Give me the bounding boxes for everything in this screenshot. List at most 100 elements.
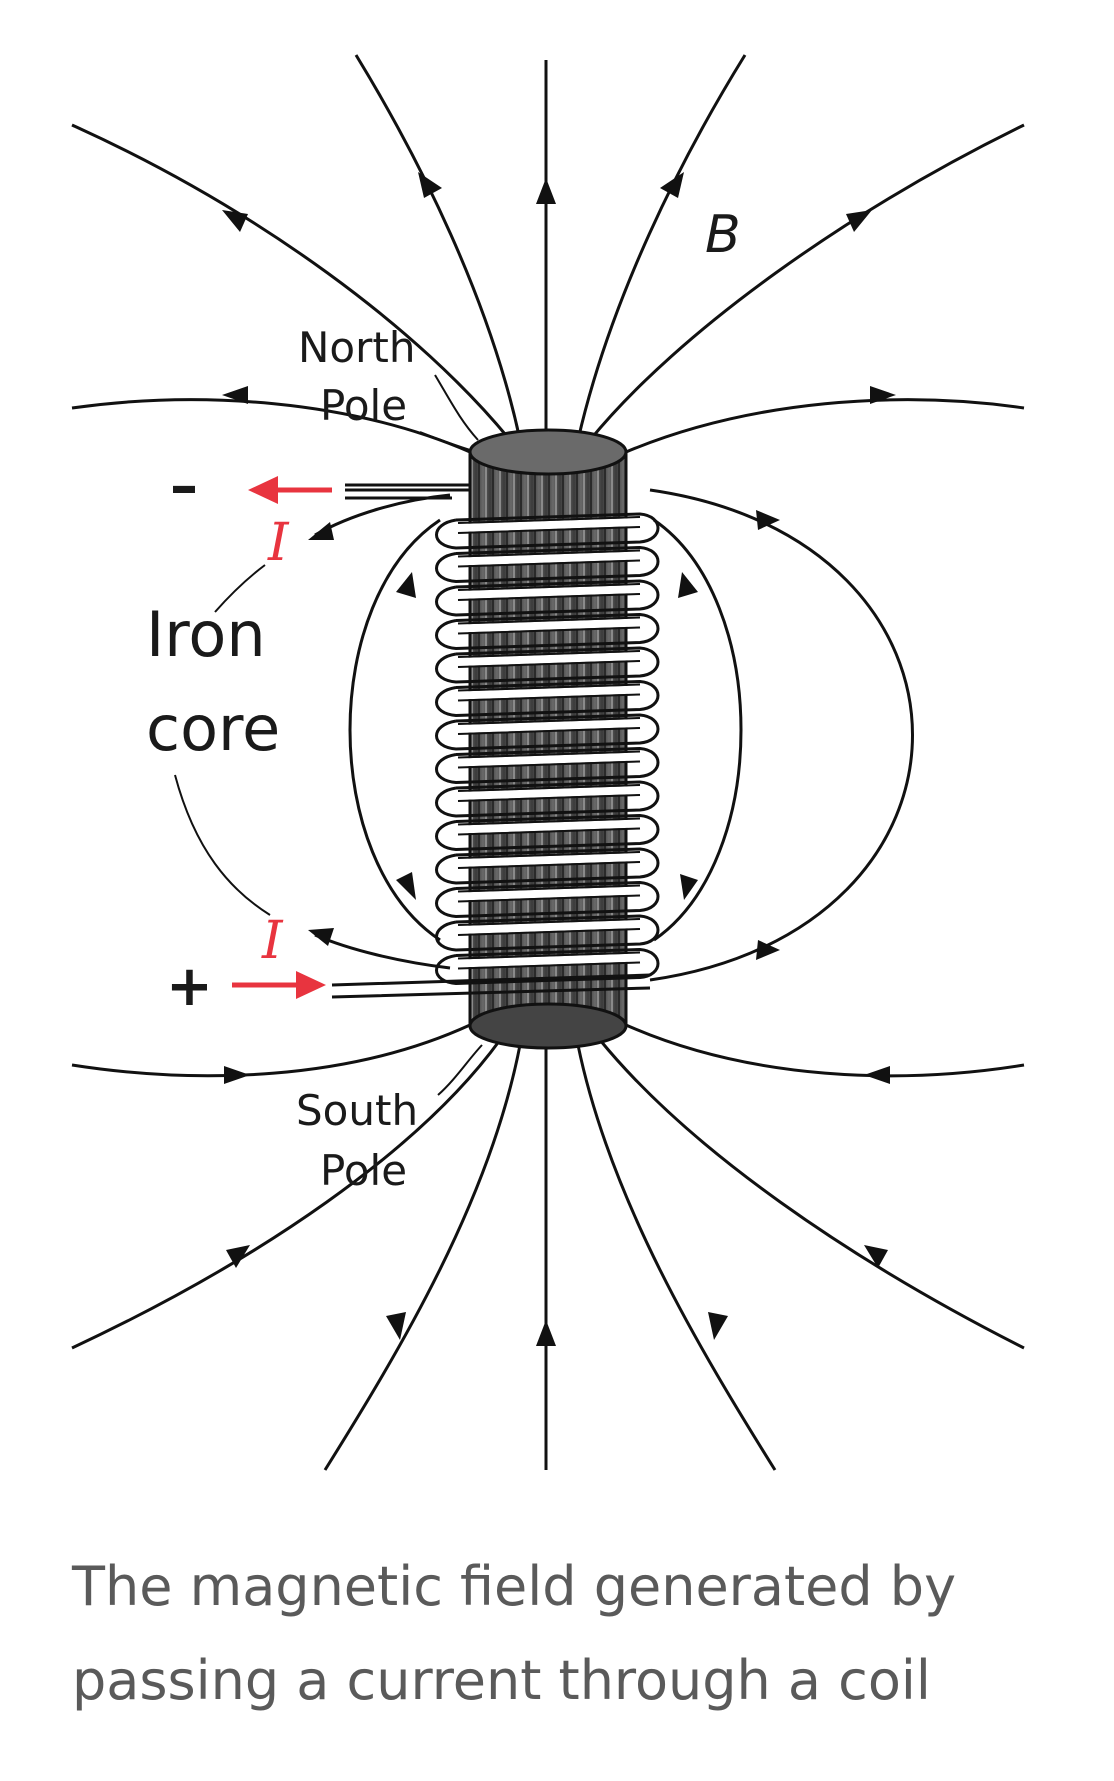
arrowhead-top-right-outer	[846, 210, 872, 232]
coil-turn	[435, 880, 660, 919]
coil-turn	[435, 947, 660, 986]
arrowhead-bottom-right-flat	[864, 1066, 890, 1084]
wire-coil	[435, 512, 660, 986]
field-direction-arrows	[222, 172, 896, 1346]
caption-line-2: passing a current through a coil	[72, 1649, 931, 1712]
coil-turn-highlight	[457, 652, 641, 666]
caption-line-1: The magnetic field generated by	[72, 1555, 957, 1618]
south-pole-label-line1: South	[296, 1086, 418, 1135]
coil-turn-outline	[457, 549, 641, 568]
coil-turn-highlight	[457, 585, 641, 599]
arrowhead-bottom-left-flat	[224, 1066, 250, 1084]
field-line-top-right-outer	[588, 123, 1025, 441]
negative-terminal-label: –	[170, 454, 198, 519]
figure-caption: The magnetic field generated by passing …	[72, 1540, 1072, 1728]
coil-turn-outline	[457, 683, 641, 702]
coil-turn	[435, 545, 660, 584]
coil-turn-outline	[457, 516, 641, 534]
coil-turn-highlight	[457, 685, 641, 700]
south-pole-label-line2: Pole	[320, 1146, 407, 1195]
field-loop-right-inner	[653, 518, 743, 942]
coil-turn-highlight	[457, 819, 641, 834]
arrowhead-bottom-right-inner	[708, 1312, 728, 1340]
current-arrow-bottom-head	[296, 971, 326, 999]
coil-turn-outline	[457, 817, 641, 836]
coil-turn	[435, 813, 660, 852]
current-arrows	[232, 476, 332, 999]
arrowhead-bottom-left-inner	[386, 1312, 406, 1340]
lead-wire-top	[345, 488, 472, 500]
coil-turn-highlight	[457, 752, 641, 767]
coil-turn-highlight	[457, 518, 641, 532]
coil-turn-highlight	[457, 953, 641, 968]
coil-turn	[435, 679, 660, 718]
positive-terminal-label: +	[166, 954, 213, 1019]
arrowhead-top-left-outer	[222, 210, 248, 232]
iron-core-leader-top	[214, 564, 266, 613]
arrowhead-right-inner-top	[678, 572, 698, 598]
field-line-top-right-flat	[625, 398, 1025, 454]
arrowhead-top-left-flat	[222, 386, 248, 404]
solenoid-diagram: B North Pole South Pole Iron core I I – …	[71, 54, 1025, 1471]
iron-core-label-line2: core	[146, 692, 280, 765]
arrowhead-right-outer-bottom	[756, 940, 780, 960]
arrowhead-left-inner-top	[396, 572, 416, 598]
diagram-labels: B North Pole South Pole Iron core I I – …	[146, 205, 741, 1195]
arrowhead-right-outer-top	[756, 510, 780, 530]
arrowhead-bottom-right-outer	[864, 1245, 888, 1268]
north-pole-leader-2	[419, 431, 471, 451]
coil-turn-outline	[457, 583, 641, 601]
coil-turn-highlight	[457, 853, 641, 867]
coil-turn	[435, 646, 660, 684]
field-line-bottom-right-outer	[598, 1039, 1025, 1350]
coil-turn	[435, 847, 660, 885]
field-loop-left-bottom	[314, 933, 451, 970]
arrowhead-left-loop-top	[308, 522, 334, 540]
north-pole-label-line1: North	[298, 323, 415, 372]
arrowhead-left-loop-bottom	[308, 928, 334, 946]
lead-wires	[331, 483, 651, 999]
coil-turn-outline	[457, 784, 641, 802]
north-pole-label-line2: Pole	[320, 381, 407, 430]
magnetic-field-lines	[71, 54, 1025, 1471]
coil-turn-highlight	[457, 920, 641, 934]
b-field-label: B	[705, 205, 741, 265]
field-loop-left-inner	[348, 518, 441, 942]
coil-turn-highlight	[457, 719, 641, 733]
coil-turn-highlight	[457, 786, 641, 800]
field-line-top-left-flat	[71, 398, 471, 454]
coil-turn	[435, 612, 660, 651]
field-line-bottom-left-flat	[71, 1023, 471, 1078]
coil-turn-outline	[457, 616, 641, 635]
arrowhead-top-left-inner	[418, 172, 442, 198]
north-pole-leader	[434, 374, 479, 441]
south-pole-leader	[437, 1044, 483, 1096]
field-line-bottom-left-outer	[71, 1039, 502, 1350]
field-line-bottom-left-inner	[323, 1044, 522, 1471]
field-line-bottom-right-flat	[625, 1023, 1025, 1078]
coil-turn-outline	[457, 650, 641, 668]
iron-core-leader-bottom	[174, 774, 271, 916]
arrowhead-right-inner-bottom	[680, 874, 698, 900]
coil-turn	[435, 914, 660, 952]
coil-turn-outline	[457, 717, 641, 735]
field-line-top-left-inner	[354, 54, 522, 441]
field-line-bottom-right-inner	[576, 1044, 777, 1471]
coil-turn-outline	[457, 750, 641, 769]
coil-turn	[435, 713, 660, 751]
coil-turn	[435, 579, 660, 617]
coil-turn-outline	[457, 951, 641, 970]
arrowhead-top-right-inner	[660, 172, 684, 198]
coil-turn-outline	[457, 851, 641, 869]
field-loop-right-outer	[649, 488, 914, 982]
coil-turn-highlight	[457, 551, 641, 566]
current-arrow-top-head	[248, 476, 278, 504]
iron-core-label-line1: Iron	[146, 598, 266, 671]
coil-turn-outline	[457, 884, 641, 903]
arrowhead-bottom-left-outer	[226, 1245, 250, 1268]
current-label-bottom: I	[261, 911, 284, 971]
arrowhead-center-up-top	[536, 178, 556, 204]
coil-turn-outline	[457, 918, 641, 936]
coil-turn-highlight	[457, 886, 641, 901]
field-line-top-left-outer	[71, 123, 512, 441]
